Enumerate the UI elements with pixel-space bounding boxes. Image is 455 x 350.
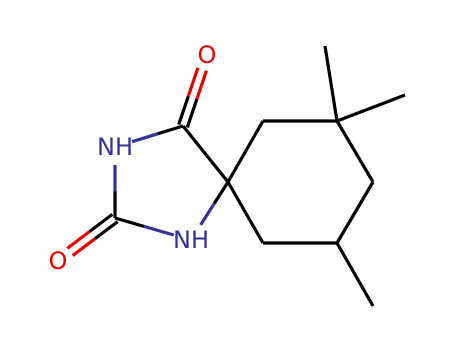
atom-label-o-a: O [198,41,217,69]
atom-label-layer: O NH O NH [49,41,217,275]
bond-c_q-me_q2 [336,93,406,123]
bond-c_q-me_q1 [323,45,339,122]
bond-c_co_b-o_b-line-2-half-b [71,237,97,257]
bond-c_sp-c_co_a [181,124,230,184]
bond-c_co_b-o_b-line-2-half-a [94,220,119,240]
bond-layer [66,45,406,307]
bond-n_b-c_sp-half-b [212,181,230,205]
atom-label-n-a: NH [97,133,133,161]
atom-label-o-b: O [49,247,68,275]
bond-c_co_b-o_b-line-1-half-b [66,230,91,250]
bond-c_r2-c_r3 [335,181,375,244]
bond-c_co_b-n_b-half-a [114,216,145,229]
atom-label-n-b: NH [173,226,209,254]
bond-c_co_b-n_b-half-b [143,224,175,237]
bond-n_b-c_sp-half-a [199,202,216,226]
bond-c_co_b-o_b-line-1-half-a [88,213,114,233]
bond-c_co_a-o_a-line-1-half-b [195,70,208,100]
bond-c_q-c_r2 [335,120,375,183]
bond-c_r3-me_r3 [335,242,375,307]
bond-c_co_a-n_a-half-b [131,132,159,144]
bond-c_r4-c_sp [226,181,265,244]
bond-c_co_a-o_a-line-2-half-a [177,95,190,126]
bond-c_co_a-o_a-line-1-half-a [185,98,199,128]
bond-c_sp-c_r1 [226,120,265,183]
bond-c_co_a-o_a-line-2-half-b [186,67,200,97]
bond-c_co_a-n_a-half-a [157,124,184,136]
